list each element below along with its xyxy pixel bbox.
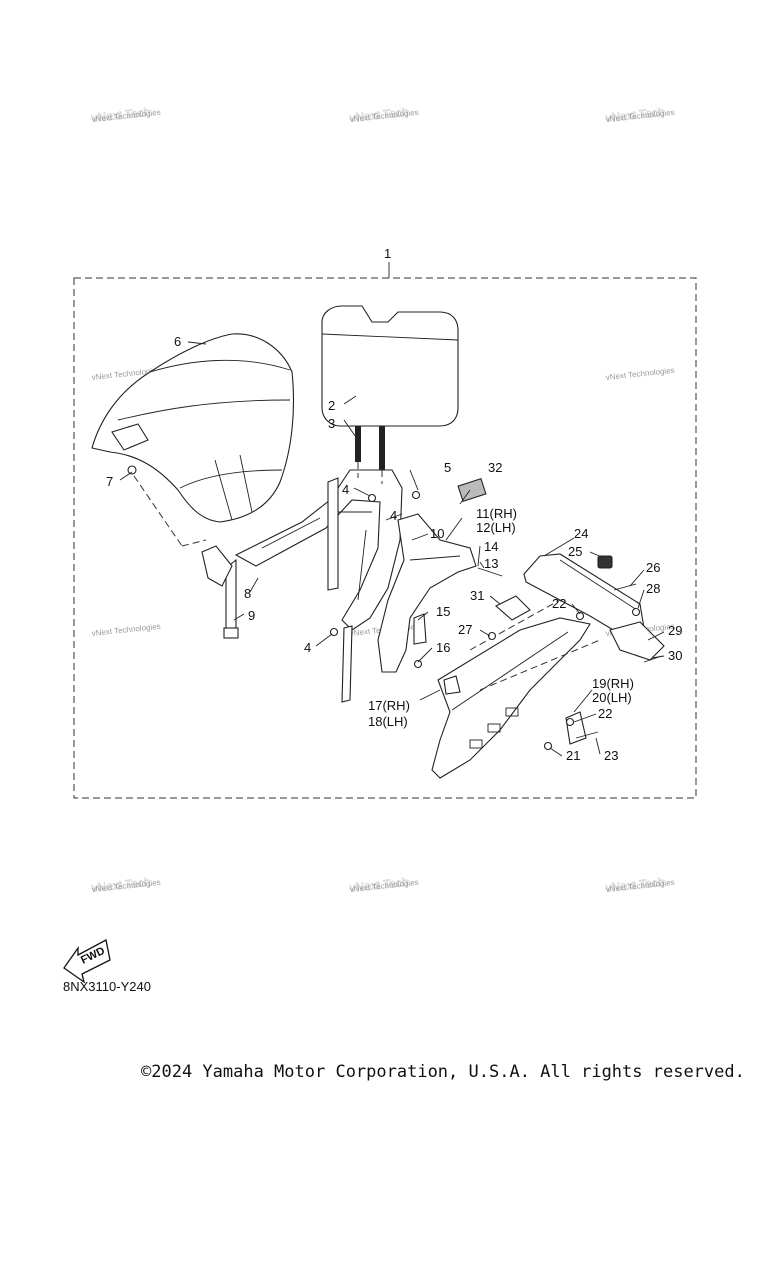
copyright-notice: ©2024 Yamaha Motor Corporation, U.S.A. A… — [141, 1062, 745, 1082]
callout-18[interactable]: 18(LH) — [368, 714, 408, 729]
step-bracket-part[interactable] — [565, 711, 587, 745]
dashed-mount-line — [469, 599, 561, 651]
svg-text:vNext Technologies: vNext Technologies — [605, 366, 675, 382]
fwd-arrow-icon: FWD — [63, 939, 111, 984]
callout-32[interactable]: 32 — [488, 460, 502, 475]
rack-frame-part[interactable] — [201, 469, 403, 703]
callout-2[interactable]: 2 — [328, 398, 335, 413]
callout-26[interactable]: 26 — [646, 560, 660, 575]
callout-8[interactable]: 8 — [244, 586, 251, 601]
callout-29[interactable]: 29 — [668, 623, 682, 638]
lower-mount-part[interactable] — [443, 675, 461, 695]
callout-13[interactable]: 13 — [484, 556, 498, 571]
rubber-plug-part[interactable] — [597, 555, 613, 569]
seat-fastener — [127, 465, 137, 475]
backrest-part[interactable] — [321, 305, 459, 427]
watermark: vNext Technologies — [91, 622, 161, 638]
svg-text:vNext Tech: vNext Tech — [91, 875, 151, 895]
callout-24[interactable]: 24 — [574, 526, 588, 541]
assembly-dash-line — [181, 539, 207, 547]
callout-23[interactable]: 23 — [604, 748, 618, 763]
callout-12[interactable]: 12(LH) — [476, 520, 516, 535]
hinge-bracket-part[interactable] — [413, 613, 427, 645]
callout-21[interactable]: 21 — [566, 748, 580, 763]
assembly-boundary — [73, 277, 697, 799]
callout-5[interactable]: 5 — [444, 460, 451, 475]
side-handle-part[interactable] — [377, 513, 477, 673]
svg-text:vNext Technologies: vNext Technologies — [91, 622, 161, 638]
callout-7[interactable]: 7 — [106, 474, 113, 489]
watermark: vNext Technologies — [605, 366, 675, 382]
svg-text:vNext Tech: vNext Tech — [605, 875, 665, 895]
callout-22[interactable]: 22 — [598, 706, 612, 721]
footrest-board-part[interactable] — [431, 617, 591, 779]
diagram-code: 8NX3110-Y240 — [63, 979, 151, 994]
callout-11[interactable]: 11(RH) — [476, 506, 517, 521]
callout-1[interactable]: 1 — [384, 246, 391, 261]
callout-28[interactable]: 28 — [646, 581, 660, 596]
callout-6[interactable]: 6 — [174, 334, 181, 349]
callout-9[interactable]: 9 — [248, 608, 255, 623]
fasteners — [329, 490, 663, 751]
callout-3[interactable]: 3 — [328, 416, 335, 431]
svg-text:vNext Tech: vNext Tech — [91, 105, 151, 125]
callout-30[interactable]: 30 — [668, 648, 682, 663]
small-bracket-part[interactable] — [495, 595, 531, 621]
svg-text:vNext Tech: vNext Tech — [349, 105, 409, 125]
callout-22[interactable]: 22 — [552, 596, 566, 611]
callout-20[interactable]: 20(LH) — [592, 690, 632, 705]
callout-15[interactable]: 15 — [436, 604, 450, 619]
assembly-dash-line — [133, 475, 183, 547]
leader-lines — [119, 341, 665, 757]
svg-text:vNext Tech: vNext Tech — [605, 105, 665, 125]
callout-4[interactable]: 4 — [390, 508, 397, 523]
svg-text:vNext Tech: vNext Tech — [349, 875, 409, 895]
callout-27[interactable]: 27 — [458, 622, 472, 637]
seat-part[interactable] — [91, 333, 295, 523]
callout-17[interactable]: 17(RH) — [368, 698, 410, 713]
callout-16[interactable]: 16 — [436, 640, 450, 655]
callout-31[interactable]: 31 — [470, 588, 484, 603]
callout-14[interactable]: 14 — [484, 539, 498, 554]
callout-4[interactable]: 4 — [304, 640, 311, 655]
callout-10[interactable]: 10 — [430, 526, 444, 541]
callout-25[interactable]: 25 — [568, 544, 582, 559]
label-part[interactable] — [457, 477, 487, 503]
callout-4[interactable]: 4 — [342, 482, 349, 497]
callout-19[interactable]: 19(RH) — [592, 676, 634, 691]
rear-bracket-part[interactable] — [609, 621, 665, 661]
